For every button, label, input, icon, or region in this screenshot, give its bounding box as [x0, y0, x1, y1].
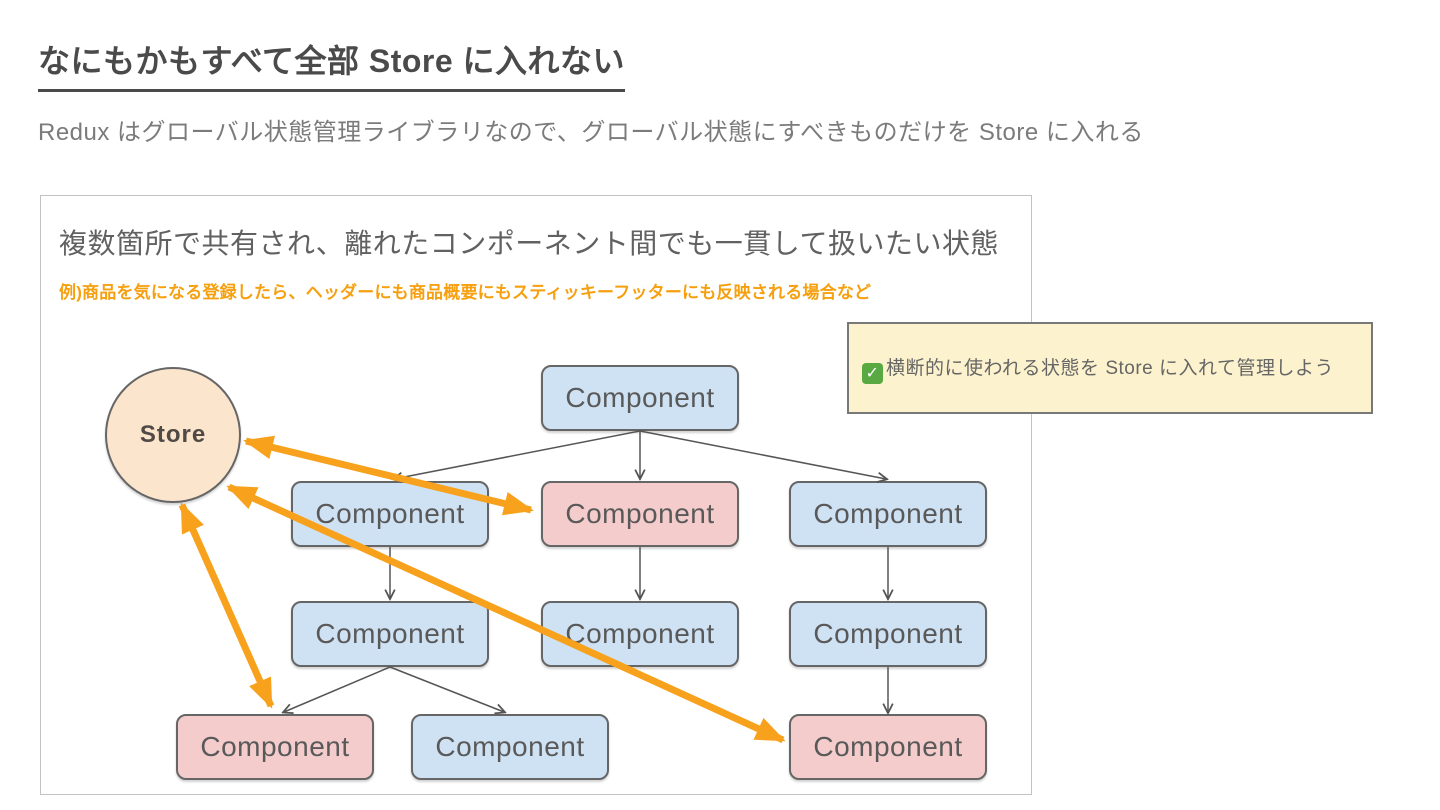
component-node-root: Component [541, 365, 739, 431]
component-node-c2-right: Component [789, 481, 987, 547]
panel-heading: 複数箇所で共有され、離れたコンポーネント間でも一貫して扱いたい状態 [59, 228, 999, 259]
node-label: Component [315, 498, 465, 529]
node-label: Component [565, 618, 715, 649]
node-label: Component [813, 498, 963, 529]
sticky-note-text: ✓横断的に使われる状態を Store に入れて管理しよう [862, 353, 1334, 384]
component-node-c2-mid: Component [541, 481, 739, 547]
sticky-note-label: 横断的に使われる状態を Store に入れて管理しよう [886, 357, 1334, 379]
component-node-c3-mid: Component [541, 601, 739, 667]
panel-example-note: 例)商品を気になる登録したら、ヘッダーにも商品概要にもスティッキーフッターにも反… [59, 283, 872, 302]
node-label: Component [813, 618, 963, 649]
node-label: Component [435, 731, 585, 762]
page-subtitle: Redux はグローバル状態管理ライブラリなので、グローバル状態にすべきものだけ… [38, 119, 1144, 146]
component-node-c4-mid: Component [411, 714, 609, 780]
node-label: Component [200, 731, 350, 762]
node-label: Component [315, 618, 465, 649]
page-title: なにもかもすべて全部 Store に入れない [38, 36, 626, 92]
component-node-c3-left: Component [291, 601, 489, 667]
node-label: Store [139, 421, 207, 448]
node-label: Component [813, 731, 963, 762]
diagram-panel: 複数箇所で共有され、離れたコンポーネント間でも一貫して扱いたい状態 例)商品を気… [40, 195, 1032, 795]
component-node-c4-right: Component [789, 714, 987, 780]
sticky-note: ✓横断的に使われる状態を Store に入れて管理しよう [847, 322, 1373, 414]
component-node-c4-left: Component [176, 714, 374, 780]
node-label: Component [565, 498, 715, 529]
node-label: Component [565, 382, 715, 413]
component-node-c3-right: Component [789, 601, 987, 667]
component-node-c2-left: Component [291, 481, 489, 547]
store-node: Store [105, 367, 241, 503]
check-emoji-icon: ✓ [862, 362, 883, 384]
